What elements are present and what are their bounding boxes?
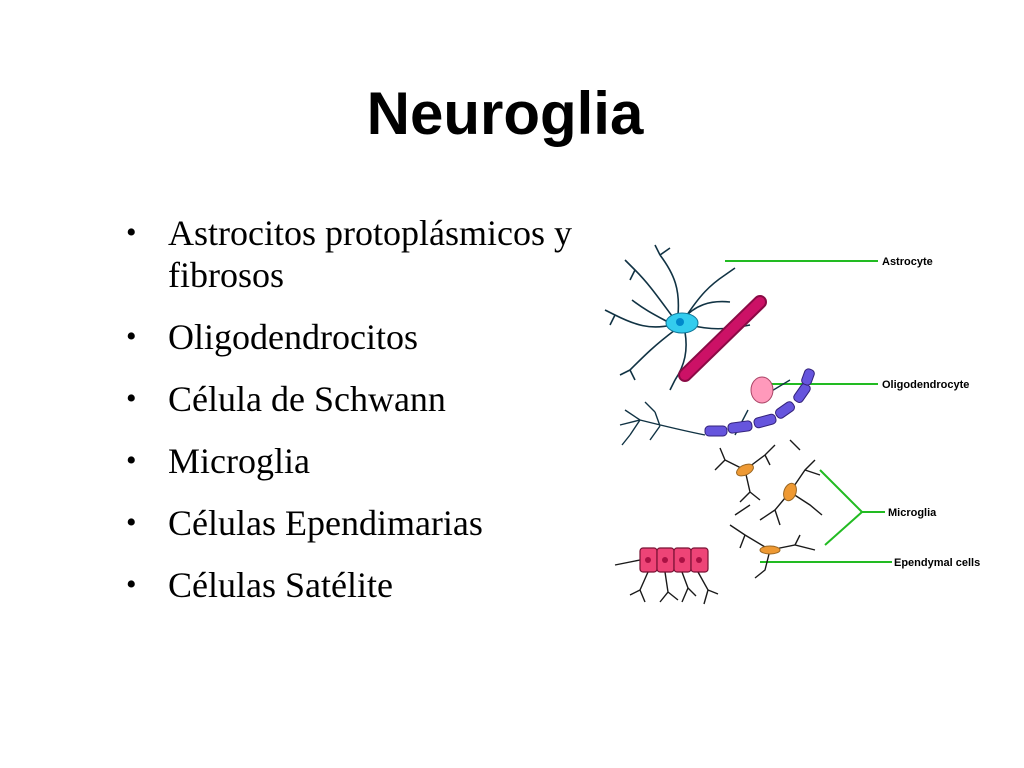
slide-title: Neuroglia xyxy=(366,80,644,147)
microglia-leader-line-upper xyxy=(819,469,863,513)
label-astrocyte: Astrocyte xyxy=(882,256,933,268)
bullet-text: Células Satélite xyxy=(168,565,393,605)
bullet-dot: • xyxy=(126,568,137,601)
bullet-item: • Células Ependimarias xyxy=(126,502,606,544)
bullet-text: Oligodendrocitos xyxy=(168,317,418,357)
microglia-cells xyxy=(714,439,823,579)
label-oligodendrocyte: Oligodendrocyte xyxy=(882,379,969,391)
bullet-dot: • xyxy=(126,444,137,477)
blood-vessel xyxy=(678,295,767,382)
bullet-dot: • xyxy=(126,320,137,353)
bullet-dot: • xyxy=(126,382,137,415)
bullet-dot: • xyxy=(126,216,137,249)
bullet-text: Célula de Schwann xyxy=(168,379,446,419)
bullet-item: • Célula de Schwann xyxy=(126,378,606,420)
bullet-text: Microglia xyxy=(168,441,310,481)
neuroglia-diagram: Astrocyte Oligodendrocyte Microglia Epen… xyxy=(604,244,980,605)
microglia-bodies xyxy=(736,463,797,555)
bullet-text: Células Ependimarias xyxy=(168,503,483,543)
bullet-item: • Oligodendrocitos xyxy=(126,316,606,358)
bullet-text: Astrocitos protoplásmicos y fibrosos xyxy=(168,213,572,295)
bullet-dot: • xyxy=(126,506,137,539)
astrocyte-nucleus xyxy=(676,318,684,326)
microglia-leader-line-lower xyxy=(824,511,863,546)
myelin-sheath xyxy=(704,368,815,437)
leader-lines xyxy=(725,260,892,563)
bullet-item: • Microglia xyxy=(126,440,606,482)
ependymal-processes xyxy=(614,559,719,605)
bullet-item: • Células Satélite xyxy=(126,564,606,606)
label-ependymal-cells: Ependymal cells xyxy=(894,557,980,569)
label-microglia: Microglia xyxy=(888,507,937,519)
oligodendrocyte-body xyxy=(750,376,774,404)
bullet-list: • Astrocitos protoplásmicos y fibrosos • O… xyxy=(126,212,606,626)
ependymal-nuclei xyxy=(645,557,702,563)
bullet-item: • Astrocitos protoplásmicos y fibrosos xyxy=(126,212,606,296)
